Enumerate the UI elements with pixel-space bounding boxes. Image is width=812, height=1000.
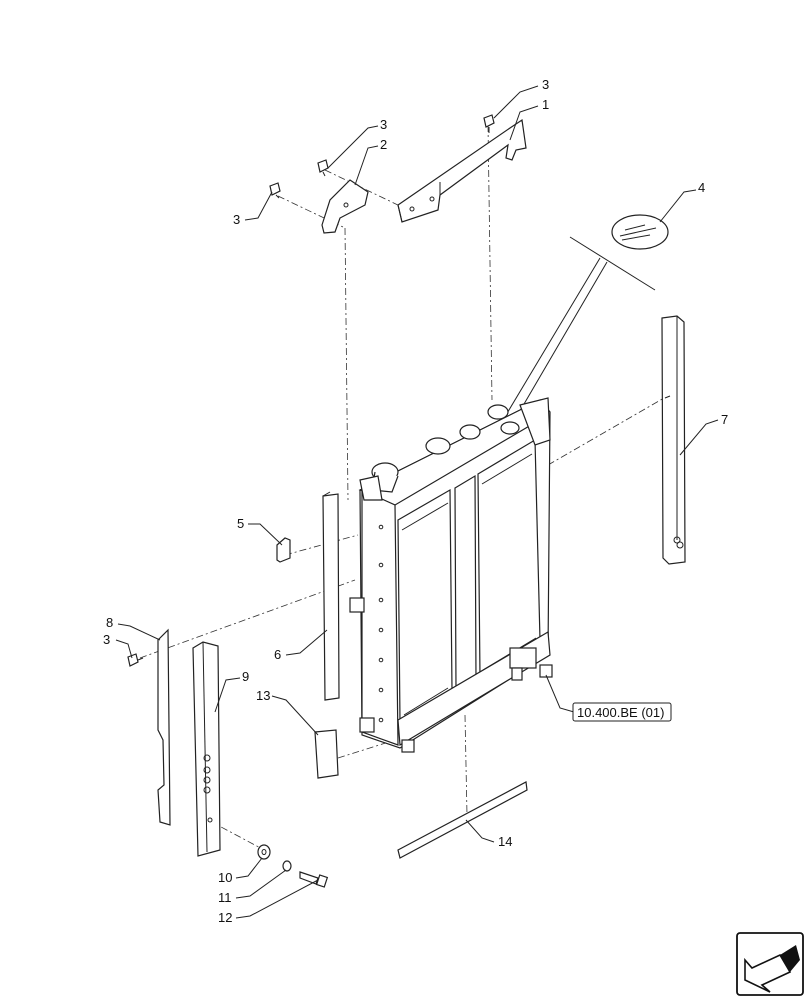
callout-3: 3 — [542, 77, 549, 92]
bolt-icon — [127, 653, 144, 667]
assembly-line — [547, 397, 665, 466]
assembly-line — [139, 579, 356, 659]
callout-10: 10 — [218, 870, 232, 885]
callout-5: 5 — [237, 516, 244, 531]
arrow-navigation-icon[interactable] — [736, 932, 804, 996]
part-14-bottom-strip — [397, 781, 528, 859]
part-13-pad — [314, 729, 339, 779]
callout-13: 13 — [256, 688, 270, 703]
callout-2: 2 — [380, 137, 387, 152]
reference-link[interactable]: 10.400.BE (01) — [572, 702, 672, 722]
callout-12: 12 — [218, 910, 232, 925]
callout-1: 1 — [542, 97, 549, 112]
part-11-nut — [282, 860, 292, 872]
callout-7: 7 — [721, 412, 728, 427]
bolt-icon — [317, 159, 329, 177]
callout-9: 9 — [242, 669, 249, 684]
part-9-foam-block — [192, 641, 221, 857]
detail-leader-line — [499, 257, 601, 426]
callout-11: 11 — [218, 890, 232, 905]
reference-label[interactable]: 10.400.BE (01) — [577, 705, 664, 720]
callout-4: 4 — [698, 180, 705, 195]
part-3-bolts — [127, 114, 495, 667]
bolt-icon — [483, 114, 495, 133]
assembly-line — [284, 534, 359, 556]
callout-14: 14 — [498, 834, 512, 849]
part-8-side-plate — [157, 628, 171, 826]
callout-3: 3 — [103, 632, 110, 647]
part-2-small-bracket — [321, 179, 369, 234]
part-12-bolt — [299, 871, 329, 888]
assembly-line — [344, 227, 349, 501]
assembly-line — [487, 124, 493, 401]
callout-labels: 1 2 3 3 3 3 4 5 6 7 8 9 10 11 12 13 14 — [103, 77, 728, 925]
callout-3: 3 — [233, 212, 240, 227]
callout-6: 6 — [274, 647, 281, 662]
part-7-side-strip — [661, 315, 686, 565]
radiator-core-assembly — [349, 397, 553, 753]
detail-leader-line — [509, 261, 608, 429]
part-1-upper-bracket — [397, 118, 527, 223]
detail-leader-line — [569, 236, 656, 291]
bolt-icon — [269, 182, 281, 199]
callout-8: 8 — [106, 615, 113, 630]
leader-lines — [115, 85, 719, 919]
callout-3: 3 — [380, 117, 387, 132]
part-6-seal-strip — [322, 491, 340, 701]
part-4-decal — [611, 214, 669, 250]
assembly-line — [464, 714, 468, 816]
part-10-washer — [257, 844, 271, 860]
